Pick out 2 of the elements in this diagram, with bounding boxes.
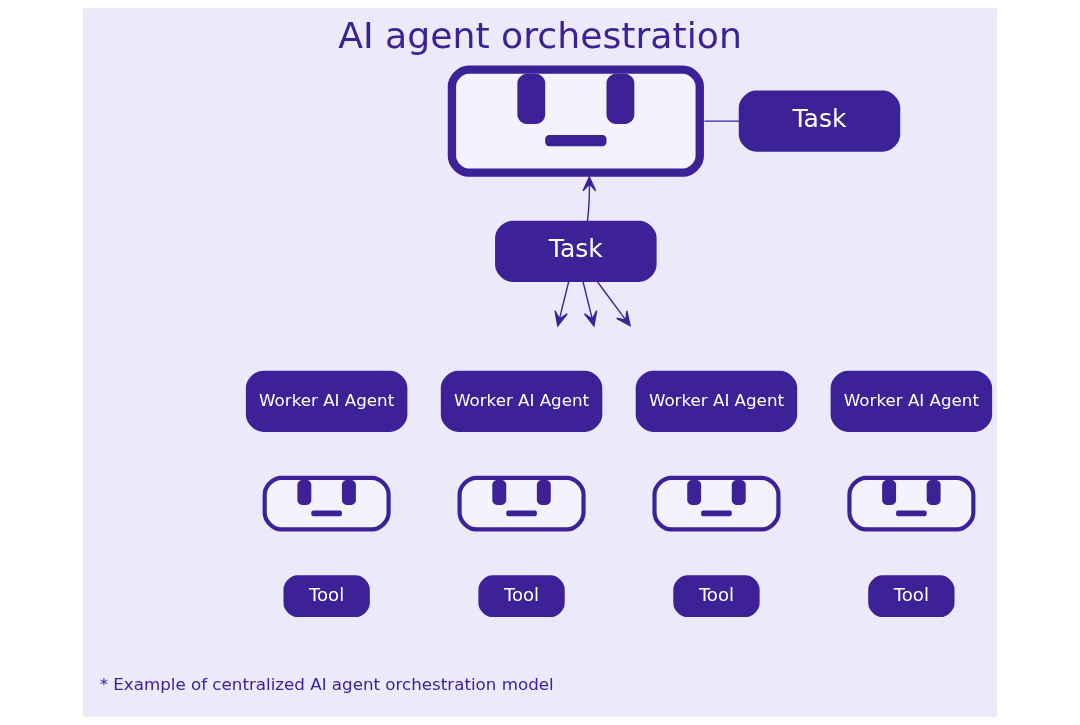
caption: * Example of centralized AI agent orchestration model [99, 674, 554, 695]
diagram-title: AI agent orchestration [338, 14, 742, 58]
